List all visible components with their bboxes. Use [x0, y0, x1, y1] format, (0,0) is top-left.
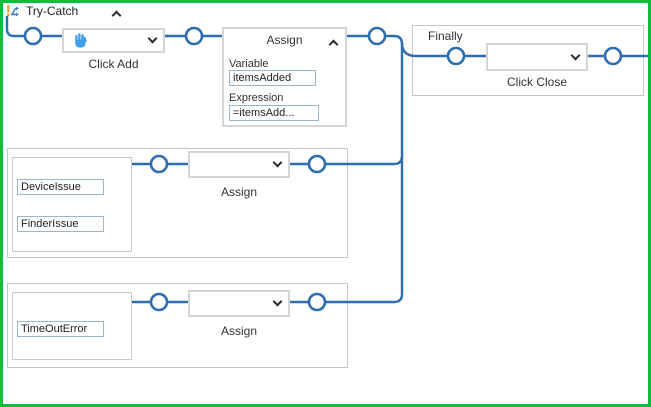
chevron-down-icon [272, 157, 282, 168]
click-add-dropdown-toggle[interactable] [141, 33, 163, 44]
trycatch-title: Try-Catch [26, 4, 79, 18]
expression-input[interactable] [229, 105, 319, 121]
click-close-dropdown-toggle[interactable] [564, 50, 586, 60]
activity-click-close[interactable] [486, 43, 588, 71]
trycatch-header[interactable]: Try-Catch [6, 3, 78, 19]
exception-input-finder-issue[interactable] [17, 216, 104, 232]
chevron-up-icon [111, 10, 121, 20]
exception-list-box-2[interactable] [12, 292, 132, 360]
activity-assign-card[interactable]: Assign Variable Expression [222, 27, 347, 127]
assign-dropdown-toggle[interactable] [266, 296, 288, 307]
activity-assign-dropdown-2[interactable] [188, 290, 290, 317]
flow-node [184, 26, 204, 46]
trycatch-collapse-toggle[interactable] [108, 6, 124, 20]
exception-input-timeout-error[interactable] [17, 321, 104, 337]
exception-list-box-1[interactable] [12, 157, 132, 252]
flow-node [367, 26, 387, 46]
activity-assign-dropdown-1[interactable] [188, 151, 290, 178]
assign-dropdown-toggle[interactable] [266, 157, 288, 168]
assign-card-header[interactable]: Assign [224, 29, 345, 50]
variable-label: Variable [229, 58, 269, 70]
flow-node [23, 26, 43, 46]
chevron-down-icon [272, 296, 282, 307]
assign-card-title: Assign [266, 33, 303, 47]
chevron-down-icon [147, 33, 157, 44]
catch-section-2[interactable] [7, 283, 348, 368]
activity-label: Click Add [88, 57, 139, 71]
flow-line-try-start [5, 16, 62, 38]
trycatch-icon [6, 4, 19, 16]
exception-input-device-issue[interactable] [17, 179, 104, 195]
finally-section[interactable] [412, 25, 644, 96]
activity-click-add[interactable] [62, 28, 165, 53]
hand-icon [75, 33, 87, 48]
activity-label: Click Close [506, 75, 567, 89]
chevron-down-icon [570, 50, 580, 60]
expression-label: Expression [229, 92, 284, 104]
finally-title: Finally [428, 29, 463, 43]
variable-input[interactable] [229, 70, 316, 86]
activity-label: Assign [220, 324, 258, 338]
activity-label: Assign [220, 185, 258, 199]
